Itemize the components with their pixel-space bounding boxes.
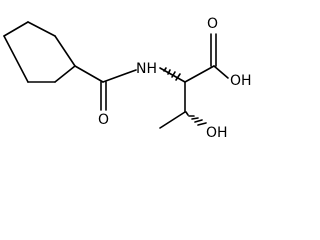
beta-to-methyl-bond xyxy=(159,111,186,129)
acid-carbonyl-oxygen-label: O xyxy=(207,16,218,32)
nh-label: NH xyxy=(136,61,157,77)
side-hydroxyl-label: OH xyxy=(206,125,228,141)
hash-nh-4 xyxy=(175,73,181,81)
hashed-wedge-bond-nh xyxy=(163,67,181,81)
molecule-diagram: NH O O OH OH xyxy=(3,16,252,141)
acid-hydroxyl-label: OH xyxy=(230,73,252,89)
hash-nh-3 xyxy=(171,71,176,78)
hash-5 xyxy=(197,122,207,126)
hash-4 xyxy=(194,119,203,123)
ring-bond-6 xyxy=(3,35,29,83)
chemical-structure-canvas: NH O O OH OH xyxy=(3,16,252,141)
amide-carbonyl-double-bond xyxy=(100,81,107,111)
hash-nh-2 xyxy=(167,69,171,75)
amide-oxygen-label: O xyxy=(98,112,109,128)
ring-bond-3 xyxy=(54,35,76,67)
hash-nh-1 xyxy=(163,67,167,72)
ring-bond-2 xyxy=(27,21,56,37)
hashed-wedge-bond xyxy=(185,111,207,126)
hash-1 xyxy=(185,111,189,116)
acid-carbonyl-double-bond xyxy=(210,33,217,67)
hash-3 xyxy=(191,117,199,120)
alpha-to-acid-carbon-bond xyxy=(184,65,215,83)
cyclohexane-ring xyxy=(3,21,76,83)
ring-to-carbonyl-bond xyxy=(74,65,104,83)
carbonyl-to-n-bond xyxy=(102,69,137,83)
ring-bond-1 xyxy=(3,21,29,37)
acid-c-oh-bond xyxy=(213,65,229,79)
ring-bond-4 xyxy=(54,65,76,83)
